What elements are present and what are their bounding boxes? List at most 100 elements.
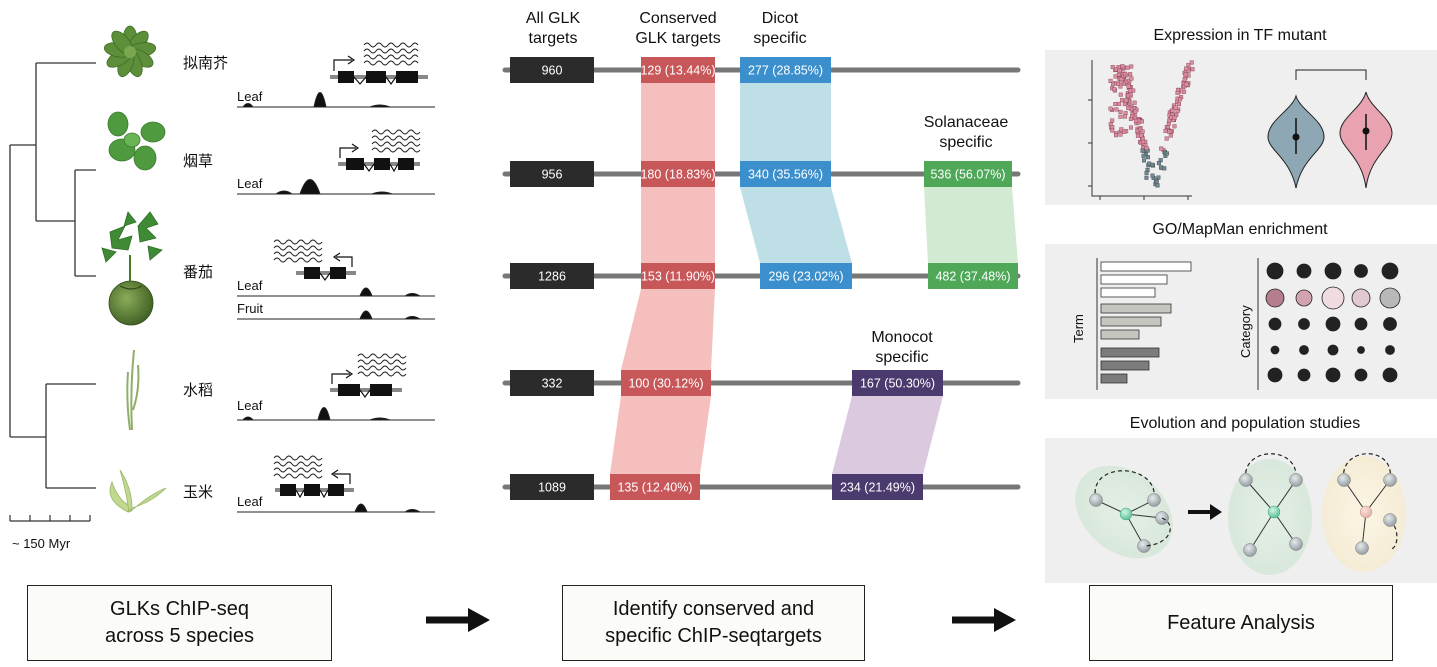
flow-step-feature: Feature Analysis bbox=[1089, 585, 1393, 661]
volcano-point bbox=[1139, 133, 1144, 138]
volcano-point bbox=[1111, 82, 1116, 87]
volcano-point bbox=[1122, 102, 1127, 107]
wavy-lines-icon bbox=[357, 353, 407, 377]
volcano-point bbox=[1186, 62, 1191, 67]
tobacco-plant-image bbox=[107, 111, 166, 171]
monocot-target-count: 234 (21.49%) bbox=[840, 481, 915, 495]
conserved-target-box: 135 (12.40%) bbox=[610, 474, 700, 500]
volcano-point bbox=[1135, 133, 1140, 138]
volcano-point bbox=[1184, 82, 1189, 87]
volcano-point bbox=[1141, 139, 1146, 144]
volcano-point bbox=[1140, 129, 1145, 134]
volcano-point bbox=[1129, 64, 1134, 69]
all-target-box: 960 bbox=[510, 57, 594, 83]
header-solanaceae-line1: Solanaceae bbox=[924, 114, 1009, 131]
monocot-overlap-ribbon bbox=[832, 396, 943, 474]
volcano-point bbox=[1164, 151, 1169, 156]
track-label: Leaf bbox=[237, 398, 263, 413]
volcano-point bbox=[1126, 93, 1131, 98]
volcano-point bbox=[1162, 166, 1167, 171]
volcano-point bbox=[1118, 114, 1123, 119]
volcano-point bbox=[1123, 111, 1128, 116]
wavy-lines-icon bbox=[273, 239, 323, 263]
species-name: 拟南芥 bbox=[183, 54, 228, 72]
conserved-target-box: 180 (18.83%) bbox=[640, 161, 716, 187]
volcano-point bbox=[1108, 106, 1113, 111]
volcano-point bbox=[1126, 106, 1131, 111]
volcano-point bbox=[1125, 65, 1130, 70]
category-axis-label: Category bbox=[1238, 305, 1253, 358]
volcano-point bbox=[1150, 173, 1155, 178]
volcano-point bbox=[1176, 102, 1181, 107]
volcano-point bbox=[1163, 128, 1168, 133]
time-scale-bar bbox=[9, 515, 91, 522]
flow-step-identify-line2: specific ChIP-seqtargets bbox=[605, 625, 822, 647]
dicot-overlap-ribbon bbox=[740, 187, 852, 263]
panel-enrichment: GO/MapMan enrichment Term Category bbox=[1045, 221, 1437, 399]
volcano-point bbox=[1122, 129, 1127, 134]
volcano-point bbox=[1118, 84, 1123, 89]
volcano-point bbox=[1144, 146, 1149, 151]
species-name: 番茄 bbox=[183, 263, 213, 281]
term-axis-label: Term bbox=[1071, 314, 1086, 343]
volcano-point bbox=[1120, 64, 1125, 69]
dicot-target-box: 340 (35.56%) bbox=[740, 161, 831, 187]
volcano-point bbox=[1114, 67, 1119, 72]
panel-enrichment-title: GO/MapMan enrichment bbox=[1152, 221, 1328, 238]
species-maize: 玉米 bbox=[183, 483, 213, 501]
volcano-point bbox=[1122, 114, 1127, 119]
header-monocot-line1: Monocot bbox=[871, 329, 933, 346]
arabidopsis-rosette-image bbox=[103, 25, 157, 78]
all-target-count: 960 bbox=[542, 64, 563, 78]
flow-step-identify: Identify conserved and specific ChIP-seq… bbox=[562, 585, 865, 661]
conserved-target-count: 135 (12.40%) bbox=[617, 481, 692, 495]
track-label: Leaf bbox=[237, 89, 263, 104]
panel-expression-title: Expression in TF mutant bbox=[1153, 27, 1327, 44]
header-monocot-line2: specific bbox=[875, 349, 928, 366]
conserved-target-count: 100 (30.12%) bbox=[628, 377, 703, 391]
species-arabidopsis: 拟南芥 bbox=[183, 54, 228, 72]
volcano-point bbox=[1178, 97, 1183, 102]
conserved-overlap-ribbon bbox=[621, 289, 715, 370]
volcano-point bbox=[1169, 115, 1174, 120]
volcano-point bbox=[1189, 60, 1194, 65]
volcano-point bbox=[1118, 109, 1123, 114]
volcano-point bbox=[1156, 161, 1161, 166]
chip-seq-tracks bbox=[237, 92, 435, 513]
volcano-point bbox=[1108, 78, 1113, 83]
volcano-point bbox=[1159, 146, 1164, 151]
conserved-target-box: 129 (13.44%) bbox=[640, 57, 716, 83]
network-ancestral bbox=[1075, 465, 1173, 559]
volcano-point bbox=[1113, 74, 1118, 79]
volcano-point bbox=[1175, 87, 1180, 92]
wavy-lines-icon bbox=[363, 42, 419, 66]
volcano-point bbox=[1168, 133, 1173, 138]
volcano-point bbox=[1133, 118, 1138, 123]
species-rice: 水稻 bbox=[183, 381, 213, 399]
header-dicot-line1: Dicot bbox=[762, 10, 799, 27]
arrow-right-icon bbox=[1188, 504, 1222, 520]
solanaceae-target-count: 482 (37.48%) bbox=[935, 270, 1010, 284]
volcano-point bbox=[1182, 89, 1187, 94]
gene-models bbox=[273, 42, 428, 499]
tomato-plant-image bbox=[101, 211, 163, 326]
header-conserved-line2: GLK targets bbox=[635, 30, 720, 47]
conserved-overlap-ribbon bbox=[641, 187, 715, 263]
volcano-point bbox=[1112, 87, 1117, 92]
volcano-point bbox=[1124, 98, 1129, 103]
volcano-point bbox=[1128, 116, 1133, 121]
volcano-point bbox=[1175, 109, 1180, 114]
volcano-point bbox=[1129, 76, 1134, 81]
track-label: Leaf bbox=[237, 278, 263, 293]
volcano-point bbox=[1110, 128, 1115, 133]
volcano-point bbox=[1128, 72, 1133, 77]
dicot-target-count: 277 (28.85%) bbox=[748, 64, 823, 78]
volcano-point bbox=[1119, 98, 1124, 103]
header-all-line1: All GLK bbox=[526, 10, 581, 27]
panel-expression: Expression in TF mutant bbox=[1045, 27, 1437, 205]
flow-arrow-1-icon bbox=[426, 608, 490, 632]
volcano-point bbox=[1114, 133, 1119, 138]
volcano-point bbox=[1119, 77, 1124, 82]
conserved-target-count: 153 (11.90%) bbox=[641, 270, 715, 284]
monocot-target-box: 234 (21.49%) bbox=[832, 474, 923, 500]
